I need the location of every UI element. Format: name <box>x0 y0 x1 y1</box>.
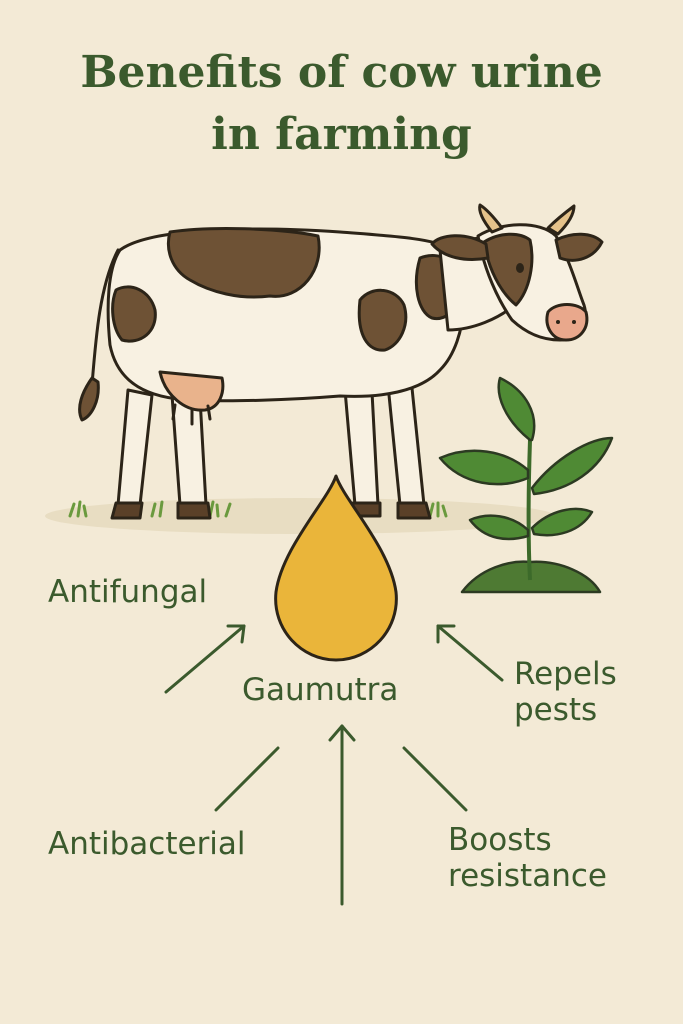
page-title: Benefits of cow urine in farming <box>0 42 683 166</box>
label-repels-line-2: pests <box>514 692 598 728</box>
arrow-repels-icon <box>436 624 504 682</box>
plant-icon <box>438 376 614 594</box>
cow-teats <box>171 403 212 426</box>
label-gaumutra: Gaumutra <box>242 672 399 708</box>
label-repels-pests: Repels pests <box>514 656 617 728</box>
cow-nostril <box>556 320 560 324</box>
cow-tail-tuft <box>78 376 100 422</box>
cow-eye <box>516 263 524 273</box>
plant-leaf <box>438 449 530 486</box>
title-line-1: Benefits of cow urine <box>80 47 603 98</box>
cow-horn-2 <box>546 204 576 236</box>
cow-tail <box>90 248 120 387</box>
cow-back-leg <box>116 388 154 507</box>
label-repels-line-1: Repels <box>514 656 617 692</box>
cow-spot-2 <box>111 285 157 343</box>
line-antibacterial <box>214 746 280 812</box>
cow-icon <box>78 203 604 520</box>
plant-leaf-5 <box>530 507 594 537</box>
plant-leaf-3 <box>497 376 536 442</box>
label-antifungal: Antifungal <box>48 574 208 610</box>
label-antibacterial: Antibacterial <box>48 826 246 862</box>
cow-spot-3 <box>357 289 408 352</box>
cow-hoof <box>110 501 144 520</box>
cow-muzzle <box>545 303 589 342</box>
label-boosts-line-1: Boosts <box>448 822 552 858</box>
title-line-2: in farming <box>211 109 472 160</box>
plant-stem <box>526 439 532 581</box>
label-boosts-line-2: resistance <box>448 858 607 894</box>
cow-front-leg <box>343 388 380 507</box>
arrow-center-icon <box>328 724 356 906</box>
cow-front-leg-2 <box>386 383 426 507</box>
arrow-antifungal-icon <box>164 624 246 694</box>
cow-ear-2 <box>554 232 604 262</box>
cow-spot <box>166 227 321 299</box>
cow-hoof-2 <box>176 501 212 520</box>
cow-horn <box>478 203 504 234</box>
cow-udder <box>158 370 225 412</box>
cow-hoof-4 <box>396 501 432 520</box>
label-boosts-resistance: Boosts resistance <box>448 822 607 894</box>
cow-ear <box>430 234 490 261</box>
cow-nostril-2 <box>572 320 576 324</box>
cow-head-patch <box>482 232 534 307</box>
droplet-icon <box>274 474 398 662</box>
plant-leaf-2 <box>530 436 614 496</box>
plant-leaf-4 <box>468 514 530 541</box>
line-boosts <box>402 746 468 812</box>
